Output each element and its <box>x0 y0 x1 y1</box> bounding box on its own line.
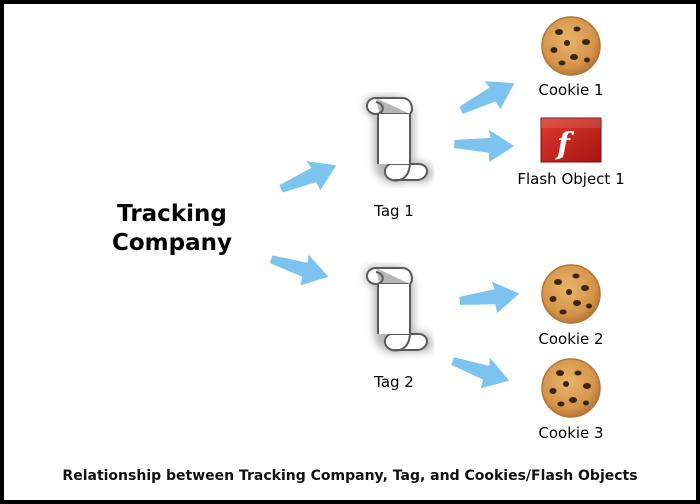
tag2-scroll-icon <box>364 266 432 354</box>
tag1-label: Tag 1 <box>374 202 414 220</box>
cookie3-label: Cookie 3 <box>538 424 604 442</box>
edge-tag2-cookie3-arrow <box>447 346 515 397</box>
cookie2-icon <box>541 264 601 324</box>
flash-object1-label: Flash Object 1 <box>517 170 625 188</box>
edge-tag1-flash1-arrow <box>453 128 515 164</box>
diagram-graphics: f <box>266 16 602 418</box>
edge-company-tag1-arrow <box>275 151 343 204</box>
diagram-caption: Relationship between Tracking Company, T… <box>62 468 638 484</box>
tracking-company-node: Tracking Company <box>82 200 262 258</box>
tracking-company-line2: Company <box>112 230 232 256</box>
cookie3-icon <box>541 358 601 418</box>
edge-tag2-cookie2-arrow <box>458 278 522 317</box>
edge-company-tag2-arrow <box>266 244 334 293</box>
tag1-scroll-icon <box>364 96 432 184</box>
cookie2-label: Cookie 2 <box>538 330 604 348</box>
cookie1-label: Cookie 1 <box>538 81 604 99</box>
tracking-company-line1: Tracking <box>117 201 227 227</box>
cookie1-icon <box>541 16 601 76</box>
flash-object-icon: f <box>540 117 602 163</box>
tag2-label: Tag 2 <box>374 373 414 391</box>
